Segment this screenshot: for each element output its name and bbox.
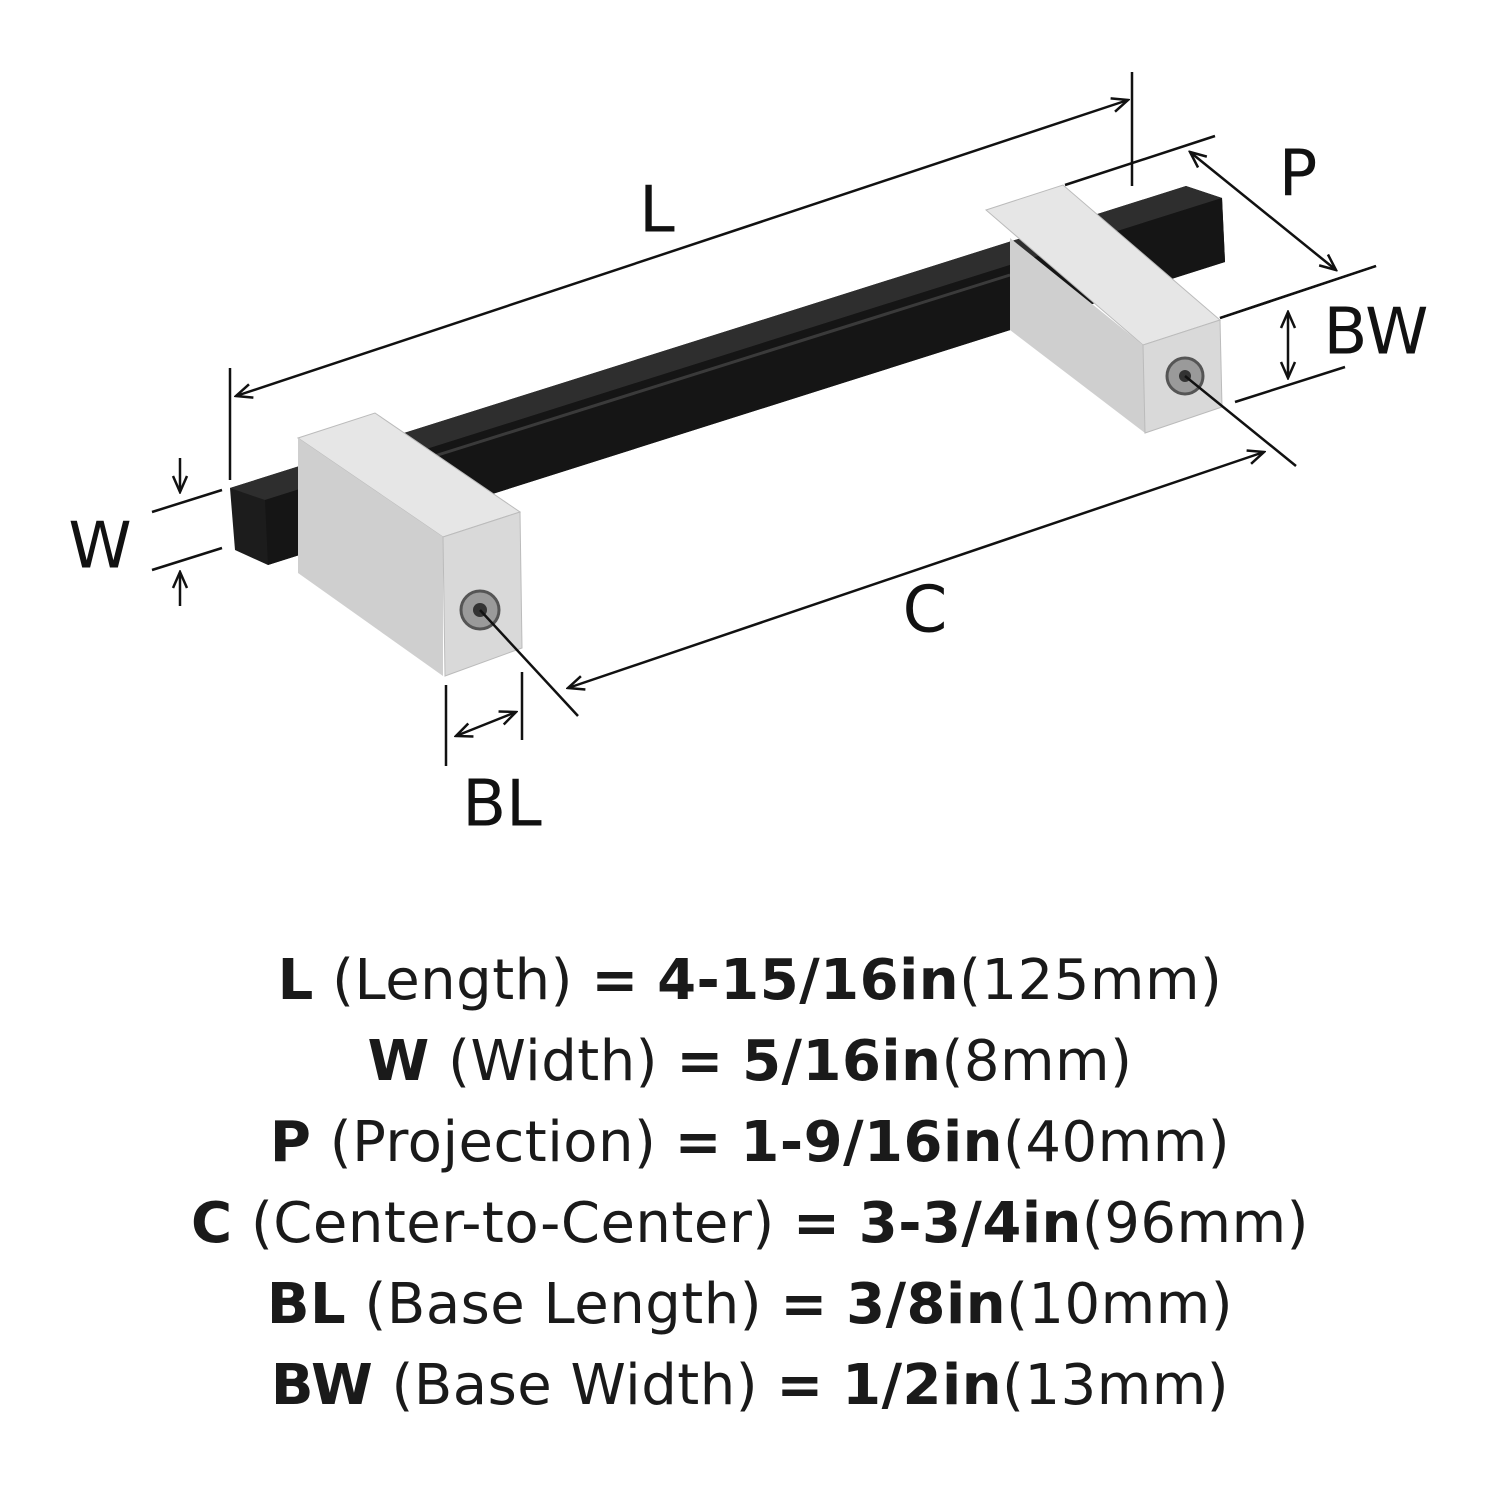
spec-row-center-to-center: C (Center-to-Center) = 3-3/4in(96mm) <box>0 1183 1500 1264</box>
spec-imperial: 1/2in <box>842 1353 1003 1418</box>
spec-key: L <box>277 948 314 1013</box>
spec-metric: (40mm) <box>1003 1110 1231 1175</box>
spec-key: C <box>191 1191 233 1256</box>
spec-key: BW <box>270 1353 374 1418</box>
spec-imperial: 4-15/16in <box>657 948 960 1013</box>
spec-key: W <box>367 1029 430 1094</box>
spec-key: P <box>269 1110 312 1175</box>
spec-imperial: 5/16in <box>742 1029 942 1094</box>
spec-name: (Projection) <box>329 1110 657 1175</box>
spec-metric: (13mm) <box>1002 1353 1230 1418</box>
spec-equals: = <box>676 1029 724 1094</box>
spec-name: (Base Width) <box>391 1353 759 1418</box>
pull-handle-diagram: L P BW W C BL <box>68 72 1429 842</box>
spec-row-length: L (Length) = 4-15/16in(125mm) <box>0 940 1500 1021</box>
spec-equals: = <box>793 1191 841 1256</box>
label-BL: BL <box>462 768 542 842</box>
spec-equals: = <box>591 948 639 1013</box>
spec-equals: = <box>780 1272 828 1337</box>
spec-name: (Length) <box>332 948 574 1013</box>
label-W: W <box>68 510 131 584</box>
spec-metric: (96mm) <box>1081 1191 1309 1256</box>
spec-row-projection: P (Projection) = 1-9/16in(40mm) <box>0 1102 1500 1183</box>
spec-imperial: 3/8in <box>846 1272 1007 1337</box>
spec-row-width: W (Width) = 5/16in(8mm) <box>0 1021 1500 1102</box>
label-BW: BW <box>1324 296 1429 370</box>
dimension-lines <box>151 72 1377 766</box>
spec-metric: (8mm) <box>941 1029 1133 1094</box>
spec-name: (Center-to-Center) <box>250 1191 775 1256</box>
label-L: L <box>639 174 675 248</box>
spec-row-base-width: BW (Base Width) = 1/2in(13mm) <box>0 1345 1500 1426</box>
label-P: P <box>1279 138 1318 212</box>
spec-metric: (10mm) <box>1006 1272 1234 1337</box>
spec-row-base-length: BL (Base Length) = 3/8in(10mm) <box>0 1264 1500 1345</box>
spec-key: BL <box>266 1272 347 1337</box>
label-C: C <box>903 574 948 648</box>
dimension-specs: L (Length) = 4-15/16in(125mm) W (Width) … <box>0 940 1500 1426</box>
spec-imperial: 1-9/16in <box>740 1110 1004 1175</box>
spec-metric: (125mm) <box>959 948 1223 1013</box>
spec-equals: = <box>776 1353 824 1418</box>
spec-imperial: 3-3/4in <box>858 1191 1082 1256</box>
spec-equals: = <box>674 1110 723 1175</box>
spec-name: (Width) <box>448 1029 659 1094</box>
spec-name: (Base Length) <box>364 1272 763 1337</box>
